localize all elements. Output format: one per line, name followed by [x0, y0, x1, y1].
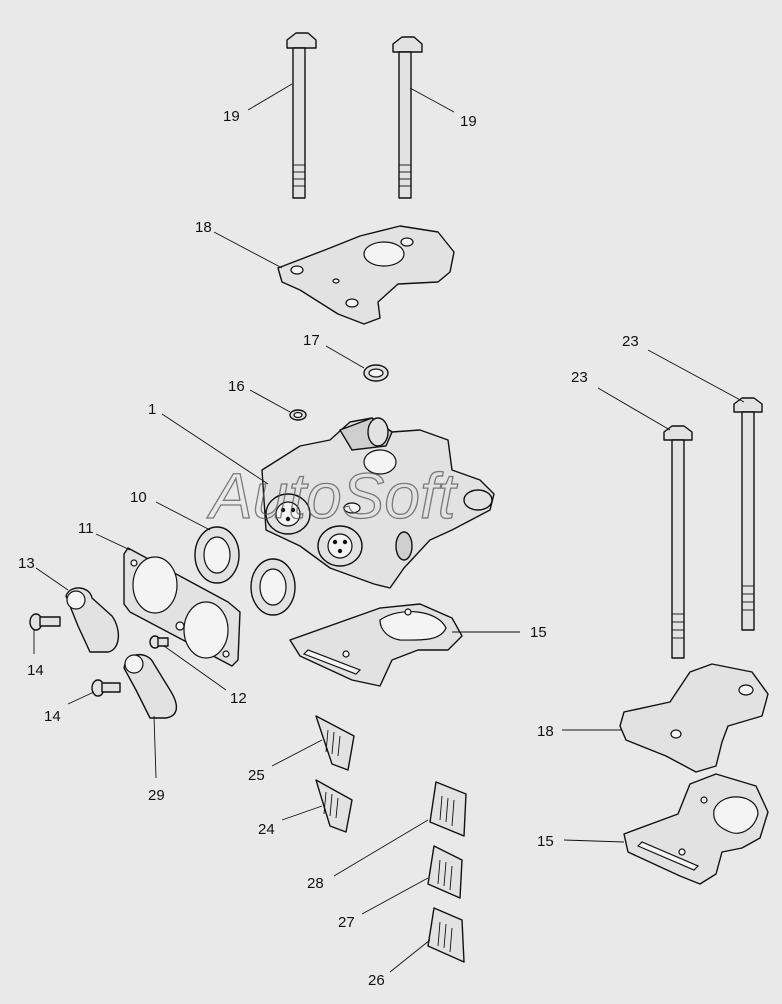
- gasket-15-right: [623, 773, 769, 885]
- callout-labels: 19 19 18 17 16 1 10 11 13 14 14 12 29 15…: [18, 108, 639, 989]
- callout-27: 27: [338, 914, 355, 931]
- bolt-19-left: [286, 32, 317, 199]
- tag-28: [429, 781, 467, 837]
- callout-28: 28: [307, 875, 324, 892]
- screw-14-upper: [29, 613, 61, 631]
- callout-1: 1: [148, 401, 156, 418]
- tag-27: [427, 845, 463, 899]
- callout-10: 10: [130, 489, 147, 506]
- watermark: AutoSoft: [206, 460, 458, 532]
- callout-16: 16: [228, 378, 245, 395]
- callout-25: 25: [248, 767, 265, 784]
- screw-14-lower: [91, 679, 121, 697]
- plate-18-top: [277, 225, 455, 325]
- leader-lines: [33, 83, 745, 973]
- tag-26: [427, 907, 465, 963]
- callout-23-right: 23: [622, 333, 639, 350]
- callout-14-lower: 14: [44, 708, 61, 725]
- bolt-19-right: [392, 36, 423, 199]
- callout-18-top: 18: [195, 219, 212, 236]
- callout-14-upper: 14: [27, 662, 44, 679]
- callout-23-left: 23: [571, 369, 588, 386]
- callout-12: 12: [230, 690, 247, 707]
- gasket-15-center: [289, 603, 463, 687]
- valve-body-1: [261, 417, 495, 589]
- callout-29: 29: [148, 787, 165, 804]
- callout-15-center: 15: [530, 624, 547, 641]
- tag-24: [315, 779, 353, 833]
- callout-13: 13: [18, 555, 35, 572]
- callout-11: 11: [78, 520, 94, 537]
- callout-18-right: 18: [537, 723, 554, 740]
- bolt-23-left: [663, 425, 693, 659]
- cap-29: [123, 654, 177, 719]
- callout-24: 24: [258, 821, 275, 838]
- plate-18-right: [619, 663, 769, 773]
- callout-17: 17: [303, 332, 320, 349]
- callout-26: 26: [368, 972, 385, 989]
- callout-15-right: 15: [537, 833, 554, 850]
- cap-13: [65, 587, 119, 653]
- callout-19-left: 19: [223, 108, 240, 125]
- callout-19-right: 19: [460, 113, 477, 130]
- tag-25: [315, 715, 355, 771]
- seal-10: [194, 526, 296, 616]
- screw-12: [149, 635, 169, 649]
- gasket-plate-11: [123, 547, 241, 667]
- bolt-23-right: [733, 397, 763, 631]
